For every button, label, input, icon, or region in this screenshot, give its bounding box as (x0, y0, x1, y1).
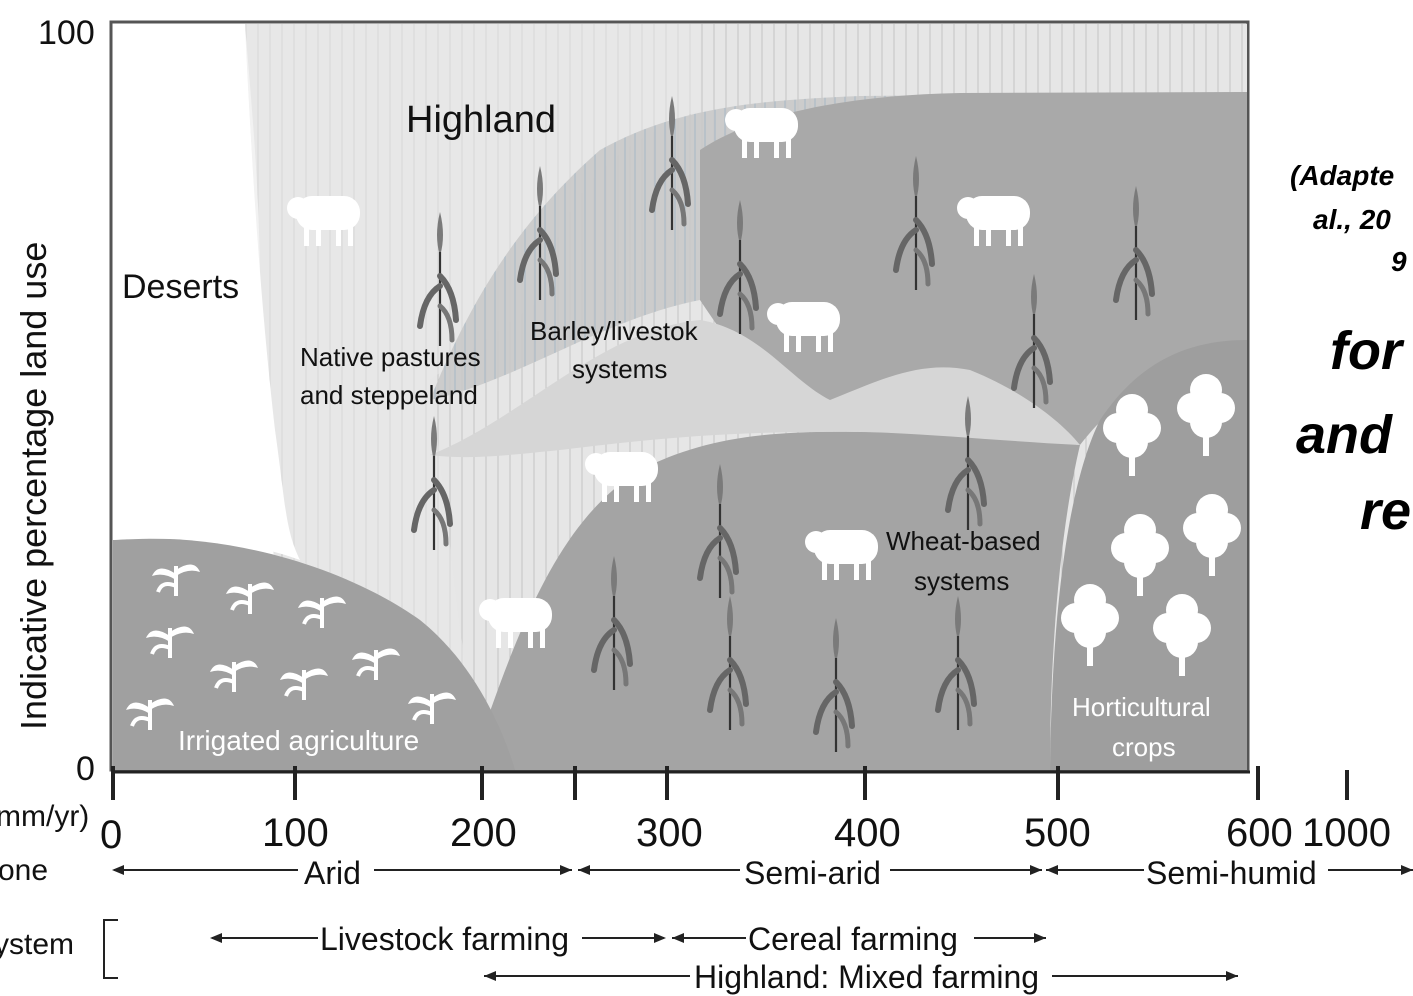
label-wheat-2: systems (914, 566, 1009, 596)
side-text-for: for (1330, 320, 1402, 382)
side-citation-1: (Adapte (1290, 160, 1394, 192)
arrow-head (1226, 971, 1238, 981)
y-tick-0: 0 (76, 750, 95, 788)
arrow-head (578, 865, 590, 875)
x-tick-label: 200 (450, 811, 517, 855)
label-native-pastures-2: and steppeland (300, 380, 478, 410)
arrow-head (1046, 865, 1058, 875)
x-tick-label: 500 (1024, 811, 1091, 855)
side-text-re: re (1360, 480, 1411, 542)
arrow-head (560, 865, 572, 875)
side-citation-3: 9 (1391, 246, 1407, 278)
label-native-pastures-1: Native pastures (300, 342, 481, 372)
label-horticultural-1: Horticultural (1072, 692, 1211, 722)
label-barley-2: systems (572, 354, 667, 384)
label-highland: Highland (406, 99, 556, 141)
x-tick-label: 0 (100, 813, 122, 857)
system-highland-mixed: Highland: Mixed farming (694, 959, 1039, 995)
x-units-label: mm/yr) (0, 800, 89, 833)
zone-semi-arid: Semi-arid (744, 855, 881, 891)
arrow-head (1401, 865, 1413, 875)
arrow-head (672, 933, 684, 943)
x-tick-label: 400 (834, 811, 901, 855)
arrow-head (654, 933, 666, 943)
arrow-head (1030, 865, 1042, 875)
x-tick-label: 300 (636, 811, 703, 855)
zone-arid: Arid (304, 855, 361, 891)
label-horticultural-2: crops (1112, 732, 1176, 762)
arrow-head (210, 933, 222, 943)
x-tick-label: 600 (1226, 811, 1293, 855)
zone-row-label: one (0, 854, 48, 887)
side-citation-2: al., 20 (1313, 204, 1391, 236)
label-irrigated: Irrigated agriculture (178, 725, 419, 756)
zone-semi-humid: Semi-humid (1146, 855, 1317, 891)
label-deserts: Deserts (122, 268, 239, 306)
y-tick-100: 100 (38, 14, 95, 52)
system-cereal: Cereal farming (748, 921, 958, 957)
system-bracket (104, 920, 118, 978)
system-row-label: ystem (0, 928, 74, 961)
x-tick-label: 1000 (1302, 811, 1391, 855)
side-text-and: and (1296, 404, 1392, 466)
label-barley-1: Barley/livestok (530, 316, 699, 346)
arrow-head (484, 971, 496, 981)
x-tick-label: 100 (262, 811, 329, 855)
y-axis-title: Indicative percentage land use (13, 242, 54, 730)
arrow-head (112, 865, 124, 875)
label-wheat-1: Wheat-based (886, 526, 1041, 556)
arrow-head (1034, 933, 1046, 943)
system-livestock: Livestock farming (320, 921, 569, 957)
